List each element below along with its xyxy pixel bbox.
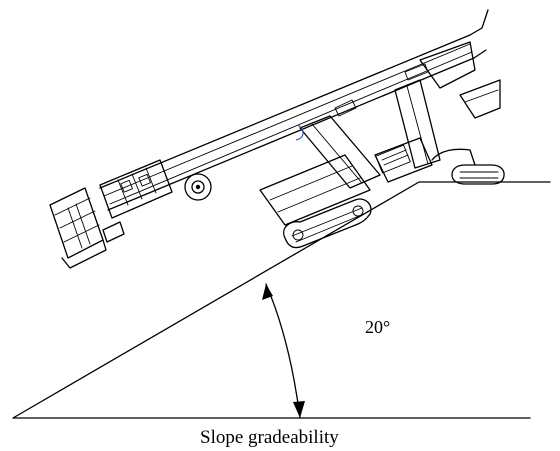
boom-pivot bbox=[184, 173, 212, 201]
basket-rail-1 bbox=[54, 197, 91, 216]
basket-rail-2 bbox=[59, 210, 96, 229]
slope-incline-line bbox=[12, 181, 420, 419]
jib-link bbox=[102, 221, 125, 243]
turntable-body bbox=[259, 154, 371, 226]
jib-body bbox=[99, 159, 173, 219]
jib-detail-3 bbox=[145, 167, 157, 194]
pivot-outer-ring bbox=[184, 173, 212, 201]
tracked-boom-lift bbox=[49, 9, 505, 269]
cylinder-rod bbox=[311, 123, 363, 184]
boom-inner-line bbox=[103, 43, 471, 197]
lift-cylinder bbox=[299, 41, 476, 189]
basket-frame bbox=[49, 187, 104, 259]
rear-track-inner bbox=[459, 171, 499, 179]
pivot-inner-ring bbox=[191, 180, 205, 194]
rear-bracket bbox=[419, 41, 476, 89]
boom-inner-line-2 bbox=[109, 51, 473, 205]
angle-label: 20° bbox=[365, 317, 390, 337]
control-panel bbox=[375, 144, 411, 174]
track-wheel-rear bbox=[352, 205, 364, 217]
basket-rail-3 bbox=[63, 224, 100, 243]
control-panel-grill bbox=[381, 149, 409, 166]
track-inner bbox=[291, 207, 363, 237]
arrowhead-upper bbox=[262, 284, 273, 300]
boom-upper-edge bbox=[99, 34, 471, 189]
track-wheel-front bbox=[292, 229, 304, 241]
turntable bbox=[259, 79, 501, 226]
track-inner-2 bbox=[295, 213, 365, 243]
jib-block-1 bbox=[120, 179, 133, 193]
jib-head bbox=[99, 159, 173, 243]
rear-track bbox=[431, 148, 505, 185]
angle-indicator: 20° bbox=[262, 283, 390, 419]
diagram-caption: Slope gradeability bbox=[200, 427, 339, 448]
track-outline bbox=[283, 198, 372, 249]
hydraulic-hose bbox=[295, 124, 304, 141]
engine-cover bbox=[374, 137, 433, 183]
rear-track-outline bbox=[451, 164, 505, 185]
cylinder-body bbox=[299, 115, 381, 189]
jib-detail-1 bbox=[117, 179, 129, 206]
slope-ground bbox=[12, 181, 551, 419]
counterweight-line bbox=[464, 89, 499, 103]
pivot-hub bbox=[195, 184, 201, 190]
lower-track bbox=[283, 198, 372, 249]
basket-post-2 bbox=[75, 203, 91, 245]
turntable-line-1 bbox=[269, 165, 353, 201]
arrowhead-lower bbox=[293, 401, 305, 418]
boom-rear-end bbox=[469, 9, 489, 59]
telescopic-boom bbox=[99, 9, 489, 211]
counterweight bbox=[459, 79, 501, 119]
basket-post-1 bbox=[67, 207, 83, 249]
jib-block-2 bbox=[138, 173, 151, 187]
upper-arm-line bbox=[406, 85, 429, 165]
rear-track-arm bbox=[431, 148, 476, 166]
basket-bottom bbox=[61, 239, 107, 269]
platform-basket bbox=[49, 187, 107, 269]
jib-detail-2 bbox=[131, 173, 143, 200]
turntable-line-2 bbox=[277, 177, 361, 213]
boom-slot bbox=[334, 99, 357, 117]
angle-arc bbox=[265, 283, 301, 419]
